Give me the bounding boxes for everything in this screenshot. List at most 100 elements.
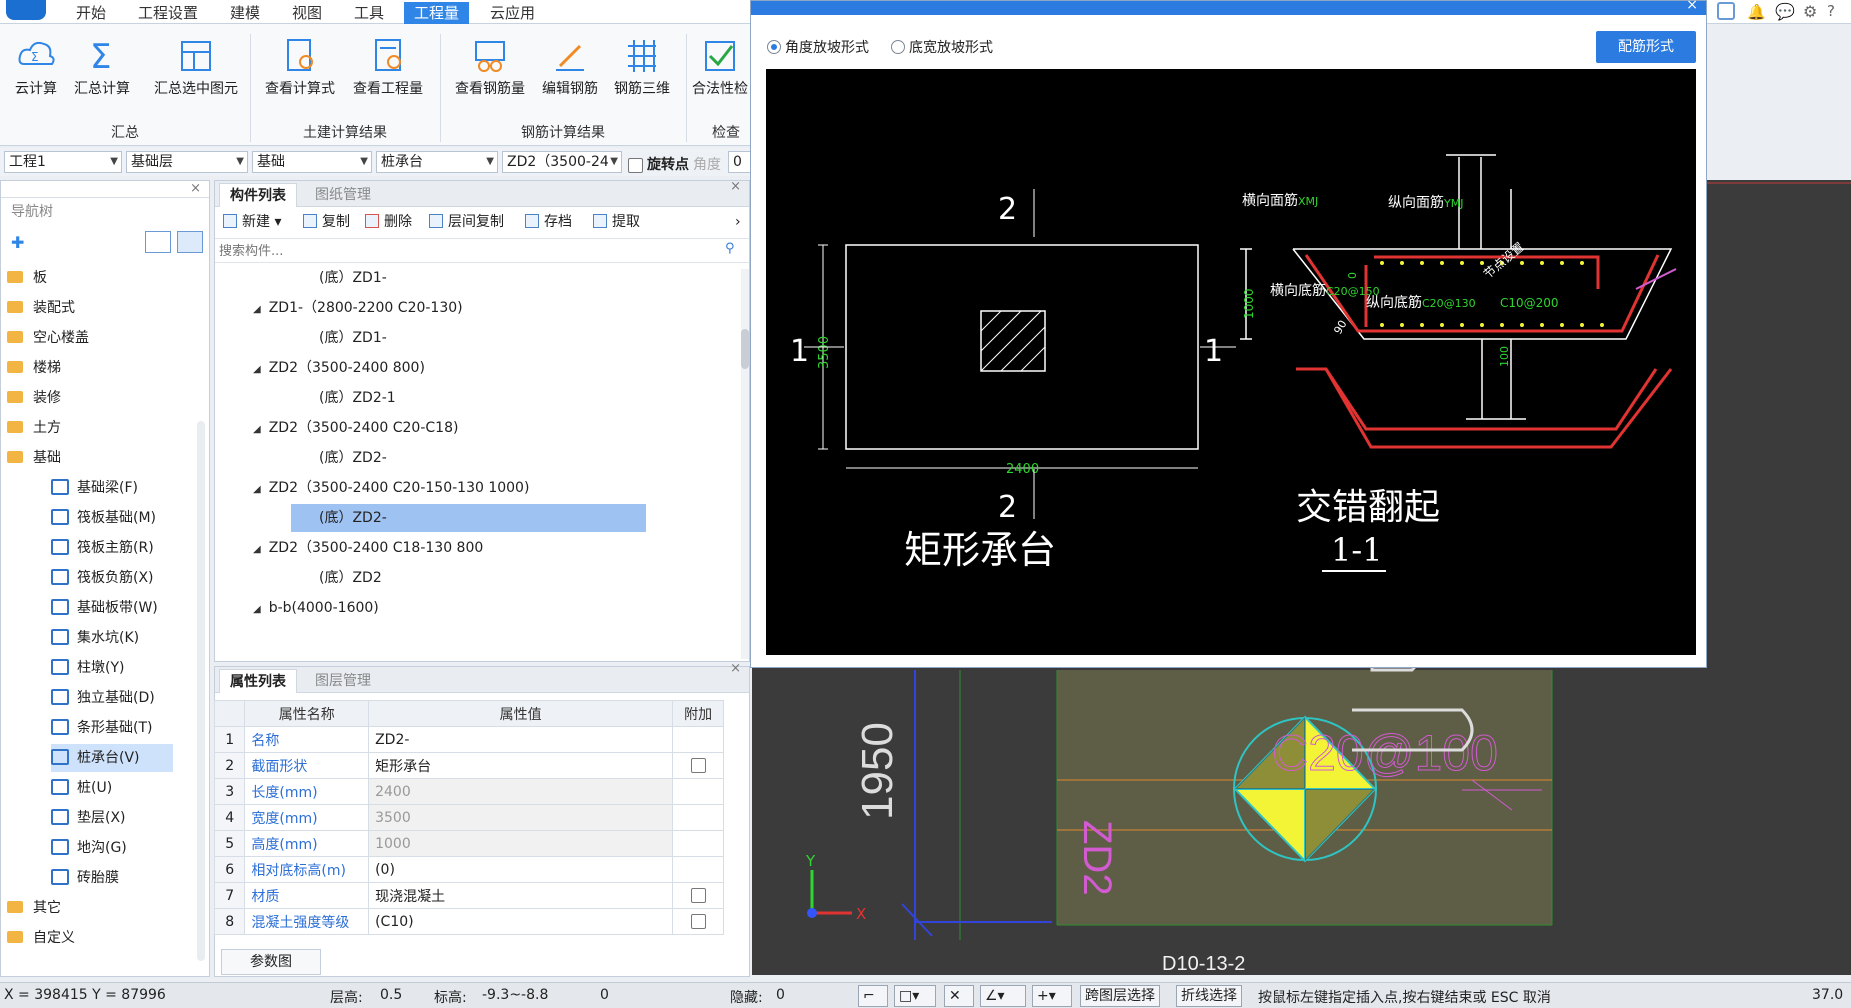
param-diagram-button[interactable]: 参数图 [221,949,321,975]
expand-triangle-icon[interactable]: ◢ [253,544,261,555]
nav-tree-item[interactable]: 基础梁(F) [51,474,138,502]
project-select[interactable]: 工程1▼ [4,151,122,173]
tab-drawing-manage[interactable]: 图纸管理 [315,187,371,203]
settings-icon[interactable]: ⚙ [1803,2,1818,21]
view-quantity-button[interactable]: 查看工程量 [348,32,428,112]
nav-tree-item[interactable]: 桩(U) [51,774,112,802]
nav-tree-item[interactable]: 土方 [7,414,61,442]
nav-tree-item[interactable]: 垫层(X) [51,804,126,832]
tab-component-list[interactable]: 构件列表 [219,183,297,207]
nav-tree-item[interactable]: 独立基础(D) [51,684,155,712]
category-select[interactable]: 基础▼ [252,151,372,173]
expand-triangle-icon[interactable]: ◢ [253,304,261,315]
component-scrollbar[interactable] [741,269,749,659]
component-tree-row[interactable]: ◢ZD2（3500-2400 C20-C18) [253,414,458,442]
menu-item[interactable]: 工具 [354,4,385,22]
nav-scrollbar[interactable] [197,421,205,961]
search-input[interactable] [219,241,719,261]
tab-property-list[interactable]: 属性列表 [219,669,297,693]
nav-tree-item[interactable]: 装修 [7,384,61,412]
scroll-thumb[interactable] [741,329,749,369]
polyline-select-button[interactable]: 折线选择 [1176,985,1242,1007]
radio-dot[interactable] [891,40,905,54]
nav-tree-item[interactable]: 空心楼盖 [7,324,89,352]
menu-item[interactable]: 开始 [76,4,107,22]
validity-check-button[interactable]: 合法性检 [688,32,752,112]
nav-tree-item[interactable]: 自定义 [7,924,75,952]
rebar-3d-button[interactable]: 钢筋三维 [602,32,682,112]
menu-item[interactable]: 工程设置 [138,4,199,22]
extra-checkbox[interactable] [690,758,706,773]
nav-tree-item[interactable]: 条形基础(T) [51,714,152,742]
menu-item[interactable]: 云应用 [490,4,536,22]
rebar-config-button[interactable]: 配筋形式 [1596,31,1696,63]
expand-triangle-icon[interactable]: ◢ [253,424,261,435]
component-tree-row[interactable]: ◢ZD1-（2800-2200 C20-130) [253,294,463,322]
add-point-icon[interactable]: +▾ [1032,985,1072,1007]
property-value[interactable]: 现浇混凝土 [368,882,674,909]
property-value[interactable]: 矩形承台 [368,752,674,779]
menu-item[interactable]: 视图 [292,4,323,22]
close-icon[interactable]: × [730,179,741,194]
nav-tree-item[interactable]: 地沟(G) [51,834,127,862]
nav-tree-item[interactable]: 柱墩(Y) [51,654,124,682]
close-icon[interactable]: × [730,661,741,676]
cross-icon[interactable]: ✕ [944,985,974,1007]
snap-icon[interactable]: □▾ [894,985,936,1007]
component-tree-row[interactable]: ◢ZD2（3500-2400 C20-150-130 1000) [253,474,529,502]
summary-calc-button[interactable]: Σ 汇总计算 [74,37,130,97]
extract-button[interactable]: 提取 [593,211,640,233]
component-tree-row[interactable]: (底）ZD2- [291,504,646,532]
copy-button[interactable]: 复制 [303,211,350,233]
checkbox-box[interactable] [628,157,643,173]
nav-tree-item[interactable]: 筏板主筋(R) [51,534,154,562]
expand-triangle-icon[interactable]: ◢ [253,604,261,615]
nav-tree-item[interactable]: 基础 [7,444,61,472]
delete-button[interactable]: 删除 [365,211,412,233]
edit-rebar-button[interactable]: 编辑钢筋 [530,32,610,112]
component-tree-row[interactable]: (底）ZD1- [319,264,387,292]
ortho-icon[interactable]: ⌐ [858,985,888,1007]
help-icon[interactable]: ? [1827,2,1835,20]
tab-layer-manage[interactable]: 图层管理 [315,673,371,689]
angle-input[interactable]: 0 [728,151,752,173]
nav-tree-item[interactable]: 基础板带(W) [51,594,158,622]
cloud-calc-button[interactable]: Σ 云计算 [0,32,76,112]
property-value[interactable]: 2400 [368,778,674,805]
close-icon[interactable]: × [190,181,201,196]
nav-tree-item[interactable]: 筏板负筋(X) [51,564,154,592]
component-select[interactable]: ZD2（3500-24▼ [502,151,622,173]
cross-layer-select-button[interactable]: 跨图层选择 [1080,985,1160,1007]
extra-checkbox[interactable] [690,888,706,903]
new-button[interactable]: 新建 ▾ [223,211,281,233]
view-formula-button[interactable]: 查看计算式 [260,32,340,112]
nav-tree-item[interactable]: 装配式 [7,294,75,322]
expand-triangle-icon[interactable]: ◢ [253,364,261,375]
nav-tree-item[interactable]: 砖胎膜 [51,864,119,892]
property-value[interactable]: ZD2- [368,726,674,753]
nav-tree-item[interactable]: 楼梯 [7,354,61,382]
angle-snap-icon[interactable]: ∠▾ [980,985,1026,1007]
radio-width-slope[interactable]: 底宽放坡形式 [891,37,993,57]
summary-selected-button[interactable]: 汇总选中图元 [146,32,246,112]
floor-select[interactable]: 基础层▼ [126,151,248,173]
app-logo[interactable] [6,0,46,20]
bell-icon[interactable]: 🔔 [1747,3,1766,21]
property-value[interactable]: (0) [368,856,674,883]
menu-item[interactable]: 建模 [230,4,261,22]
menu-item[interactable]: 工程量 [404,2,470,24]
nav-tree-item[interactable]: 板 [7,264,47,292]
nav-tree-item[interactable]: 筏板基础(M) [51,504,156,532]
expand-triangle-icon[interactable]: ◢ [253,484,261,495]
grid-view-icon[interactable] [177,231,203,253]
component-tree-row[interactable]: ◢ZD2（3500-2400 800) [253,354,425,382]
nav-tree-item[interactable]: 其它 [7,894,61,922]
archive-button[interactable]: 存档 [525,211,572,233]
property-value[interactable]: 3500 [368,804,674,831]
